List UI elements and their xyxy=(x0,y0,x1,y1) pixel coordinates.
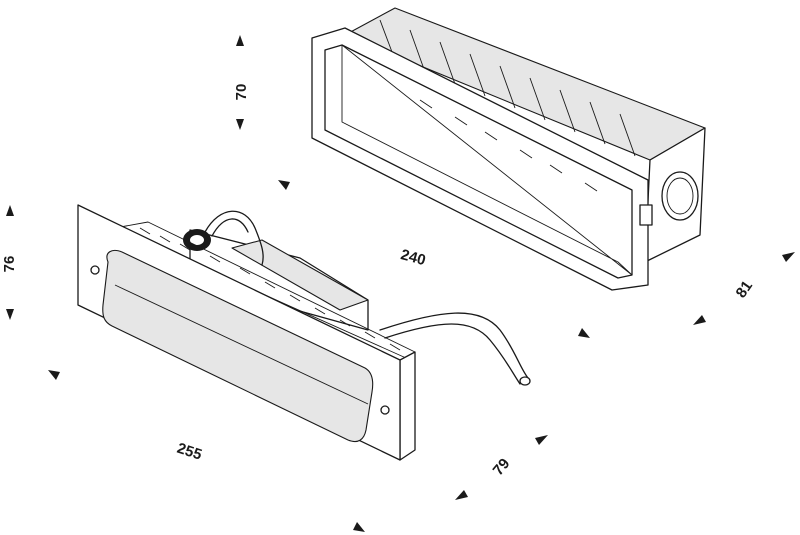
driver-box-top xyxy=(231,239,369,311)
cable-knockout-inner xyxy=(666,177,694,215)
housing-inner-back xyxy=(341,44,633,276)
screw-hole-right xyxy=(380,405,390,415)
faceplate-side xyxy=(399,351,416,461)
dim-81-arrow-top xyxy=(782,252,795,262)
dim-255-arrow-start xyxy=(48,370,60,380)
cable-gland-hole xyxy=(190,235,204,245)
housing-inner-slots xyxy=(419,99,598,192)
luminaire-assembly xyxy=(77,204,531,461)
dim-70-arrow-bottom xyxy=(236,119,244,130)
power-cable xyxy=(379,312,529,379)
diffuser-highlight xyxy=(114,284,369,405)
recessed-housing-box xyxy=(311,7,706,291)
dim-70-arrow-top xyxy=(236,35,244,46)
dim-240-label: 240 xyxy=(399,246,428,269)
screw-hole-left xyxy=(90,265,100,275)
dim-81-label: 81 xyxy=(733,278,756,301)
dim-255-arrow-end xyxy=(353,522,365,532)
power-cable-inner xyxy=(384,323,521,385)
luminaire-ribs xyxy=(139,227,401,351)
dim-76-label: 76 xyxy=(1,256,18,273)
dimension-arrows xyxy=(6,35,795,532)
dim-81-arrow-bottom xyxy=(693,315,706,325)
gland-cable xyxy=(204,210,264,266)
dim-240-arrow-end xyxy=(578,328,590,338)
gland-cable-inner xyxy=(211,218,249,237)
dim-255-label: 255 xyxy=(175,440,204,464)
dim-79-arrow-top xyxy=(535,435,548,445)
dim-76-arrow-top xyxy=(6,205,14,216)
luminaire-diffuser xyxy=(102,249,374,443)
dim-240-arrow-start xyxy=(278,180,290,190)
dim-70-label: 70 xyxy=(233,84,250,101)
housing-mount-tab xyxy=(639,204,653,226)
cable-knockout-hole xyxy=(661,171,699,221)
dim-79-label: 79 xyxy=(490,455,514,479)
dim-76-arrow-bottom xyxy=(6,309,14,320)
dim-79-arrow-bottom xyxy=(455,490,468,500)
cable-end xyxy=(519,376,531,386)
